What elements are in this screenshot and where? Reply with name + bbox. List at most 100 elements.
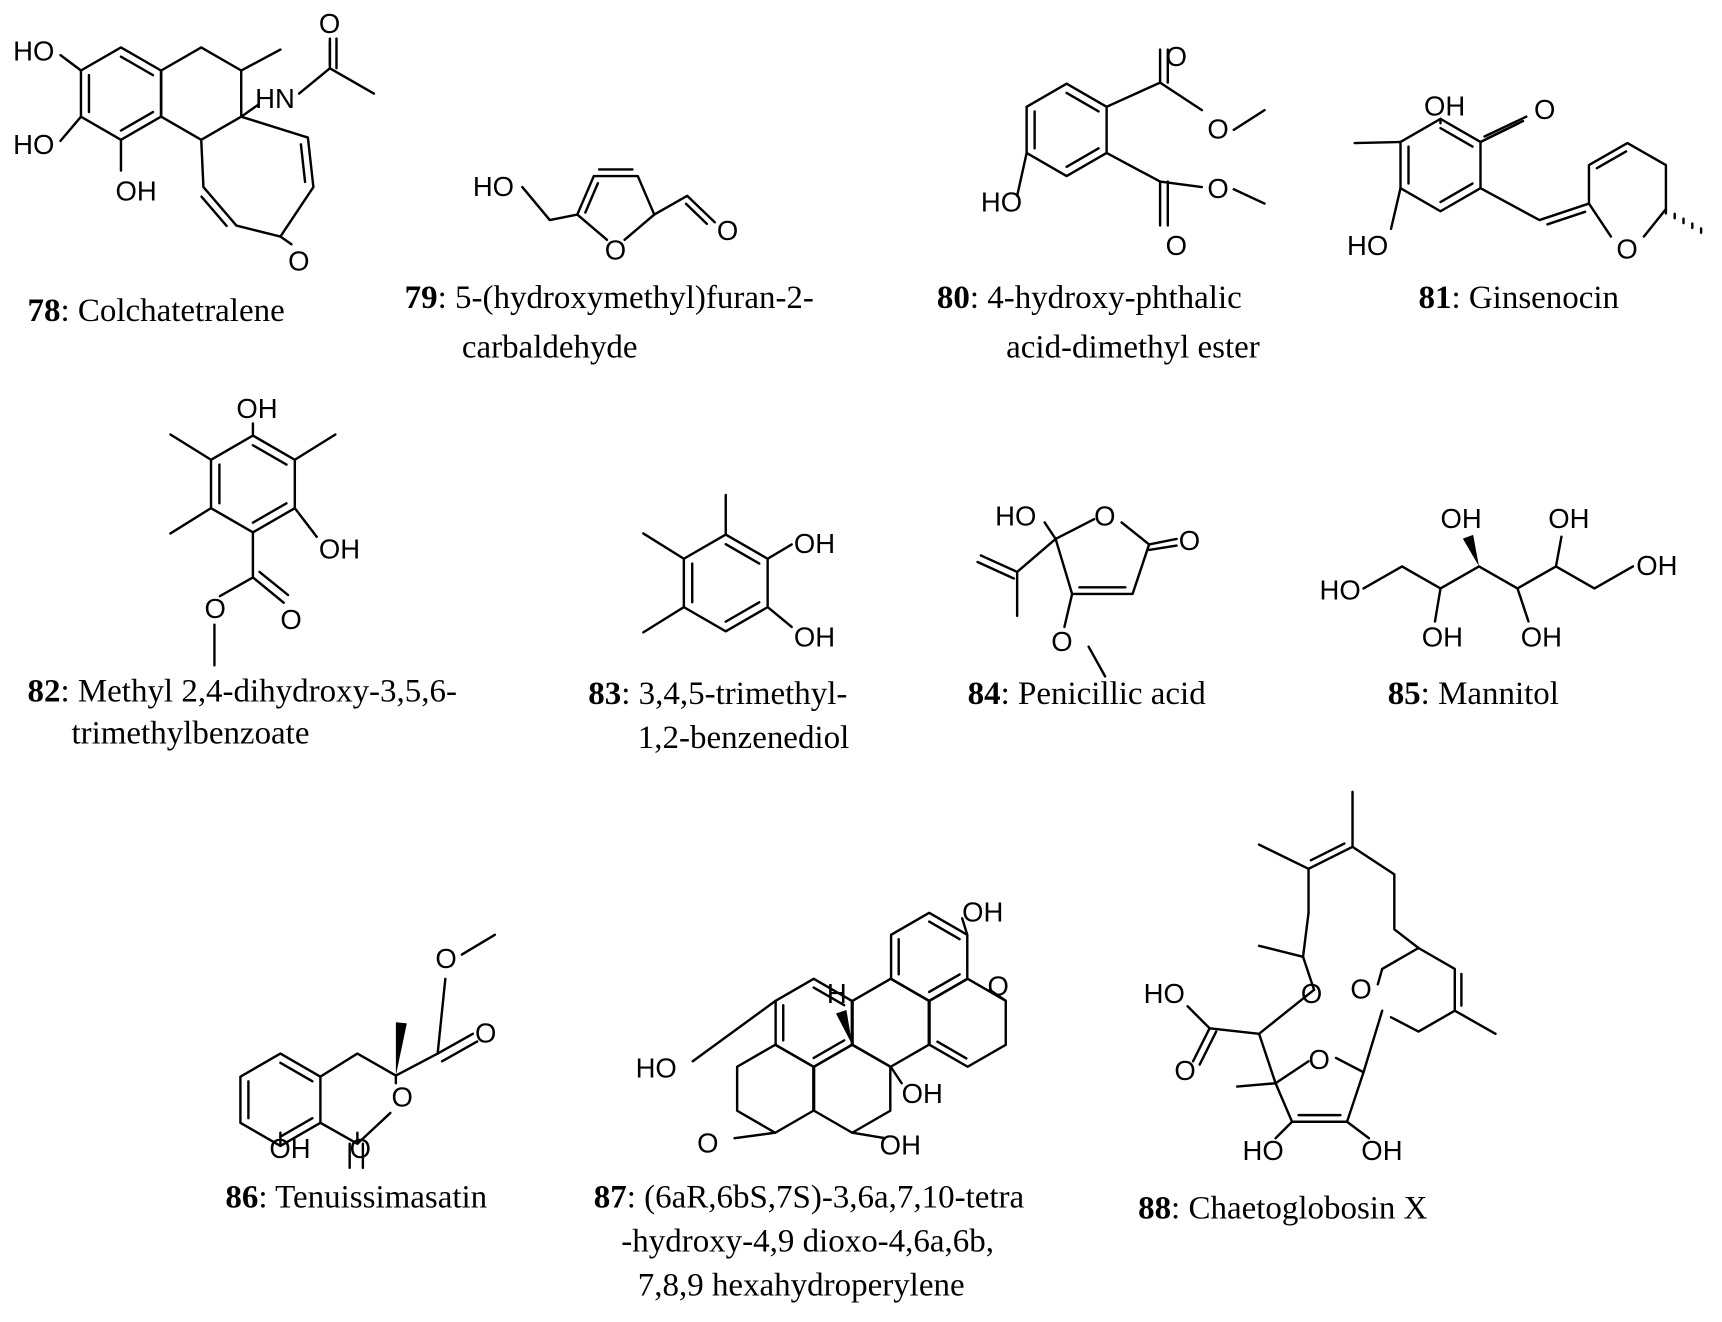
bond [1389,186,1402,231]
atom-label: O [605,235,626,266]
bond [1105,81,1204,112]
bond [319,1052,398,1085]
atom-label: HO [13,129,54,160]
bond [889,911,969,1002]
bond [851,977,930,1068]
bond [1439,182,1474,204]
bond [1015,537,1057,618]
bond [1485,122,1520,140]
compound-80: HO O O O O 80: 4-hydroxy-phthalic acid-d… [937,41,1260,365]
compound-name: 82: Methyl 2,4-dihydroxy-3,5,6- [27,674,456,710]
atom-label: O [1350,974,1371,1005]
bond [440,1040,479,1063]
atom-label: O [1301,978,1322,1009]
bond [1191,1027,1211,1063]
compound-name: 78: Colchatetralene [27,293,284,329]
bond [1353,140,1402,145]
bond [1516,587,1530,623]
bond [812,1043,892,1134]
bond [1065,147,1100,169]
atom-label: OH [1548,503,1589,534]
bond [258,570,290,597]
atom-label: O [1207,114,1228,145]
bond [169,433,213,461]
bond [1453,1009,1497,1035]
bond [576,213,609,242]
compound-name: 79: 5-(hydroxymethyl)furan-2- [405,280,814,316]
atom-label: HO [636,1053,677,1084]
compound-79: HO O O 79: 5-(hydroxymethyl)furan-2- car… [405,171,814,366]
atom-label: O [987,970,1008,1001]
compound-81: OH O HO O 81: Ginsenocin [1347,91,1638,316]
compound-name: 84: Penicillic acid [968,676,1207,712]
compound-82: OH OH O O 82: Methyl 2,4-dihydroxy-3,5,6… [27,393,456,751]
bond [297,67,376,95]
bond [584,182,600,214]
atom-label: H [827,978,847,1009]
wedge-bond [395,1022,407,1076]
bond [1439,126,1474,148]
bond [59,53,83,72]
atom-label: HO [981,186,1022,217]
bond [1546,210,1587,226]
bond [1198,1030,1218,1066]
atom-label: O [1207,173,1228,204]
bond [1483,115,1528,138]
compound-name: 85: Mannitol [1388,676,1559,712]
atom-label: O [1616,234,1637,265]
bond [850,1131,887,1140]
bond [812,986,846,1007]
bond [927,920,961,941]
compound-78: HO HO OH HN O O 78: Colchatetralene [13,8,340,329]
bond [733,1131,777,1140]
bond [684,202,709,226]
wedge-bond [835,1010,853,1045]
atom-label: O [1309,1044,1330,1075]
bond [200,115,315,238]
bond [251,531,285,604]
atom-label: O [1534,94,1555,125]
bond [279,235,293,246]
bond [1025,82,1108,178]
bond [79,46,163,141]
bond [200,195,228,228]
bond [1479,186,1591,222]
compound-85: HO OH OH OH OH OH 85: Mannitol [1320,503,1678,712]
bond [1351,845,1420,950]
atom-label: HO [1347,230,1388,261]
atom-label: O [1166,230,1187,261]
bond [436,1032,475,1055]
bond [1274,1120,1294,1140]
bond [1186,988,1316,1035]
bond [279,1061,314,1083]
bond [960,917,969,937]
bond [1043,521,1057,541]
atom-label: OH [1521,622,1562,653]
atom-label: HO [13,36,54,67]
bond [1433,587,1442,623]
bond [988,988,1007,1002]
atom-label: OH [962,897,1003,928]
bond [682,533,769,633]
compound-86: O O O OH O 86: Tenuissimasatin [225,943,496,1216]
bond [460,933,497,956]
bond [240,103,260,118]
atom-label: O [435,943,456,974]
bond [979,554,1019,574]
bond [1257,790,1354,871]
atom-label: OH [269,1133,310,1164]
bond [724,543,761,565]
bond [1232,188,1266,205]
atom-label: OH [319,534,360,565]
bond [1309,842,1346,862]
bond [1065,91,1100,113]
atom-label: O [350,1133,371,1164]
bond-lines [59,37,1703,1170]
bond [209,434,297,534]
bond [1595,150,1628,170]
bond [812,1039,846,1060]
compound-84: HO O O O 84: Penicillic acid [968,501,1207,712]
atom-label: O [1051,626,1072,657]
bond [169,506,213,535]
bond [691,999,777,1063]
